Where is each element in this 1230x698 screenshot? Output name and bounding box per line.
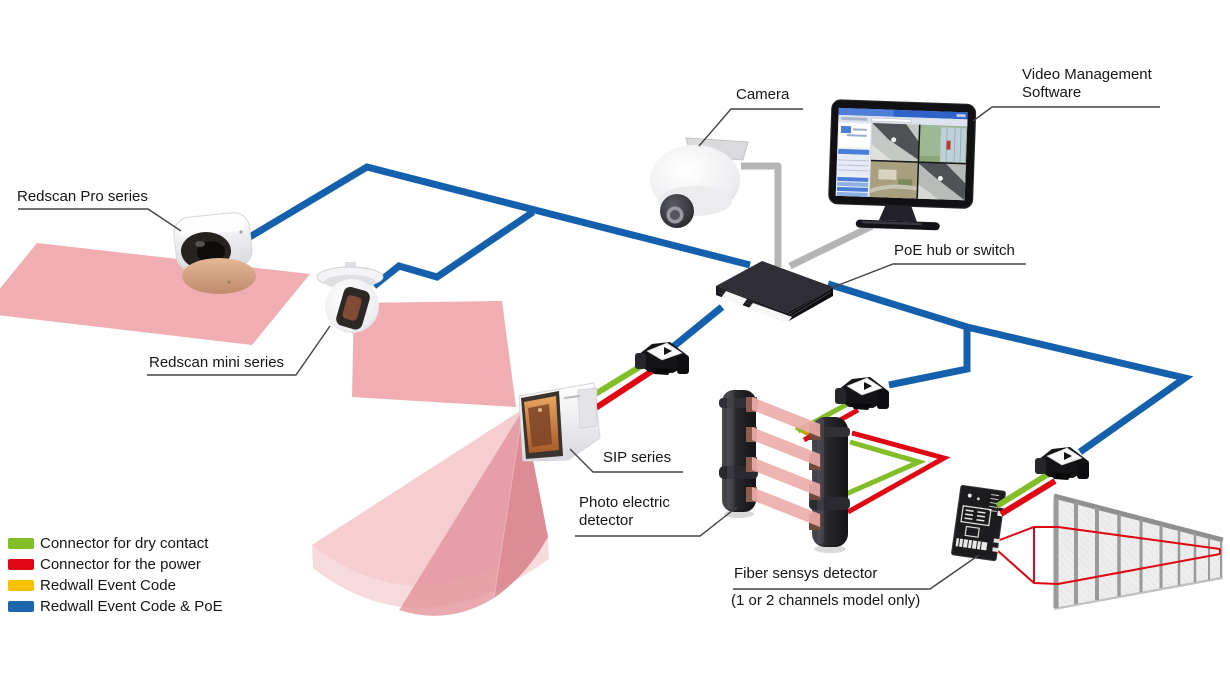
fiber-sensys-device [951, 485, 1006, 562]
legend-item-event-code: Redwall Event Code [8, 576, 223, 594]
poe-hub-label: PoE hub or switch [894, 242, 1015, 259]
redscan-mini-label: Redscan mini series [149, 354, 285, 371]
redscan-pro-detection-zone [0, 243, 310, 345]
legend-label: Connector for the power [40, 555, 201, 573]
photoelectric-beams [752, 397, 820, 527]
fiber-sensor-cable-loop [996, 526, 1221, 586]
camera-device [650, 137, 749, 228]
video-cables [741, 162, 874, 270]
redscan-mini-detection-zone [352, 301, 516, 407]
photo-electric-label-line1: Photo electric [579, 494, 670, 511]
fiber-sensys-label-line1: Fiber sensys detector [734, 565, 878, 582]
fiber-sensys-label-line2: (1 or 2 channels model only) [731, 592, 921, 609]
legend-item-event-code-poe: Redwall Event Code & PoE [8, 597, 223, 615]
legend-label: Redwall Event Code [40, 576, 176, 594]
poe-network-cables [246, 163, 1194, 455]
camera-label: Camera [736, 86, 790, 103]
redscan-pro-label: Redscan Pro series [17, 188, 148, 205]
sip-device [518, 382, 601, 462]
vms-label-line1: Video Management [1022, 66, 1152, 83]
legend-swatch-blue [8, 600, 34, 612]
redscan-mini-device [316, 262, 384, 333]
legend-label: Redwall Event Code & PoE [40, 597, 223, 615]
leader-lines [18, 106, 1160, 590]
legend: Connector for dry contact Connector for … [8, 535, 223, 619]
fiber-sensys-cables [995, 470, 1057, 517]
redscan-pro-device [173, 212, 256, 294]
sip-label: SIP series [603, 449, 672, 466]
legend-item-dry-contact: Connector for dry contact [8, 534, 223, 552]
legend-label: Connector for dry contact [40, 534, 209, 552]
legend-swatch-green [8, 537, 34, 549]
sip-detection-fan [312, 408, 549, 616]
vms-monitor [828, 99, 977, 231]
legend-swatch-red [8, 558, 34, 570]
vms-label: Video Management Software [1022, 66, 1152, 102]
photo-electric-label-line2: detector [579, 512, 634, 529]
poe-hub-device [716, 261, 833, 323]
legend-item-power: Connector for the power [8, 555, 223, 573]
vms-label-line2: Software [1022, 84, 1082, 101]
photoelectric-tower-left [719, 390, 758, 518]
legend-swatch-yellow [8, 579, 34, 591]
perimeter-fence [1053, 493, 1224, 610]
sip-junction-box [634, 341, 690, 376]
photo-electric-label: Photo electric detector [579, 494, 670, 530]
